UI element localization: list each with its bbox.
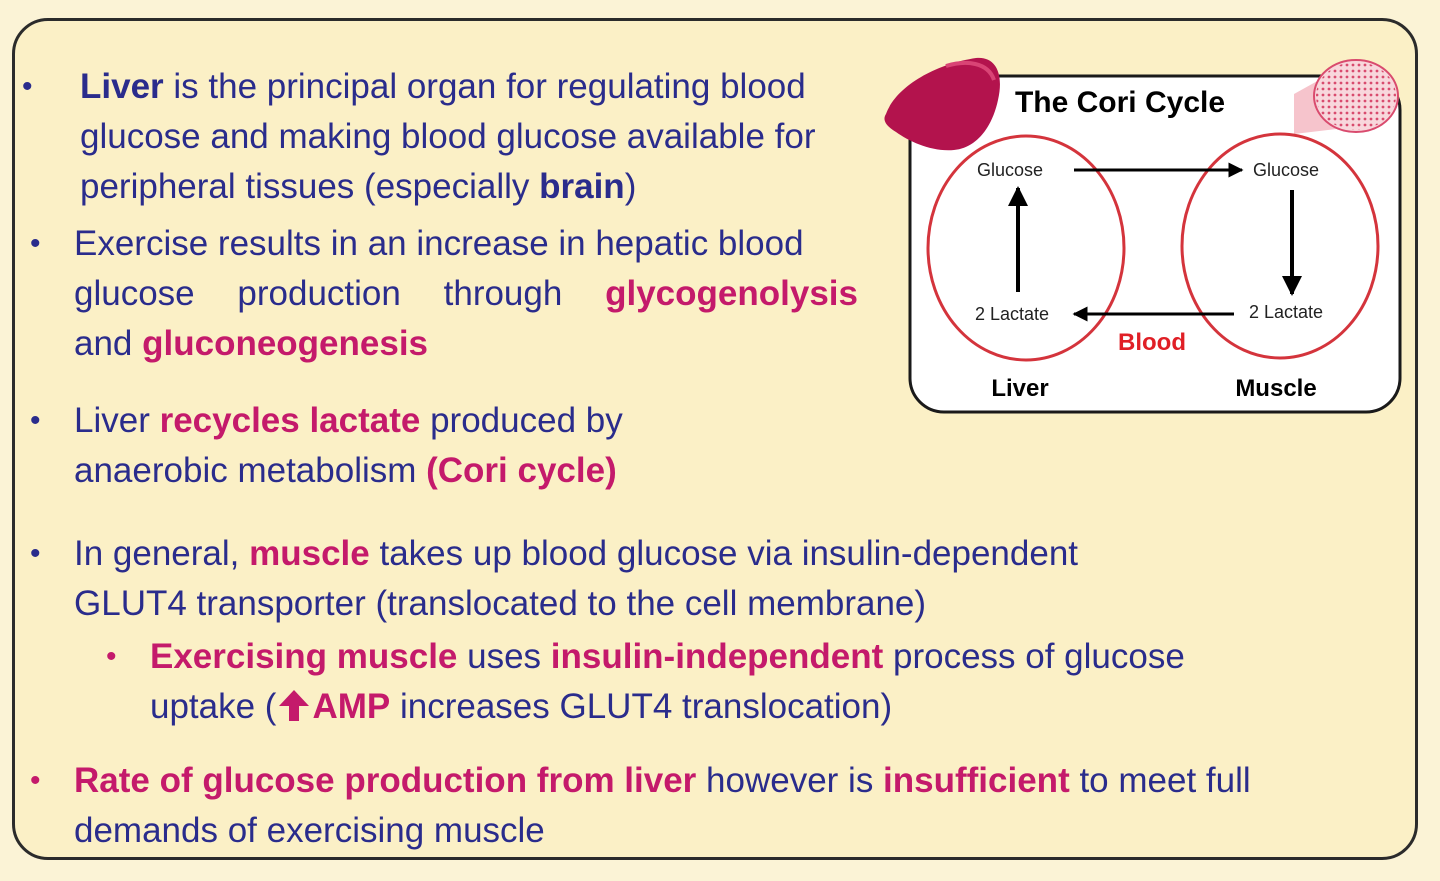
- bullet-3-line-1: Liver recycles lactate produced by: [74, 401, 623, 440]
- sub-bullet-dot: •: [106, 640, 117, 673]
- liver-icon: [884, 57, 1000, 151]
- sub-bullet-line-1: Exercising muscle uses insulin-independe…: [150, 637, 1185, 676]
- diagram-frame: [908, 74, 1402, 414]
- blood-label: Blood: [1118, 329, 1186, 356]
- bullet-dot: •: [30, 227, 41, 260]
- liver-lactate-label: 2 Lactate: [975, 304, 1049, 324]
- bullet-4-line-2: GLUT4 transporter (translocated to the c…: [74, 584, 927, 623]
- sub-bullet-line-2: uptake (AMP increases GLUT4 translocatio…: [150, 687, 893, 726]
- cori-cycle-diagram: The Cori Cycle Glucose Glucose 2 Lactate…: [876, 56, 1406, 418]
- bullet-3-line-2: anaerobic metabolism (Cori cycle): [74, 451, 617, 490]
- muscle-fiber-icon: [1294, 59, 1399, 134]
- muscle-glucose-label: Glucose: [1253, 160, 1319, 180]
- diagram-title: The Cori Cycle: [1015, 86, 1225, 119]
- liver-glucose-label: Glucose: [977, 160, 1043, 180]
- bullet-5-line-1: Rate of glucose production from liver ho…: [74, 761, 1251, 800]
- muscle-cycle-ellipse: [1180, 132, 1380, 360]
- muscle-label: Muscle: [1235, 375, 1316, 402]
- bullet-dot: •: [30, 537, 41, 570]
- liver-cycle-ellipse: [926, 134, 1126, 362]
- bullet-1-line-3: peripheral tissues (especially brain): [80, 167, 637, 206]
- bullet-1-line-2: glucose and making blood glucose availab…: [80, 117, 816, 156]
- bullet-dot: •: [22, 70, 33, 103]
- bullet-dot: •: [30, 404, 41, 437]
- bullet-dot: •: [30, 764, 41, 797]
- bullet-1-line-1: Liver is the principal organ for regulat…: [80, 67, 806, 106]
- bullet-4-line-1: In general, muscle takes up blood glucos…: [74, 534, 1079, 573]
- bullet-5-line-2: demands of exercising muscle: [74, 811, 545, 850]
- bullet-2-line-3: and gluconeogenesis: [74, 324, 429, 363]
- bullet-2-line-1: Exercise results in an increase in hepat…: [74, 224, 804, 263]
- liver-label: Liver: [991, 375, 1048, 402]
- up-arrow-icon: [279, 690, 310, 721]
- muscle-lactate-label: 2 Lactate: [1249, 302, 1323, 322]
